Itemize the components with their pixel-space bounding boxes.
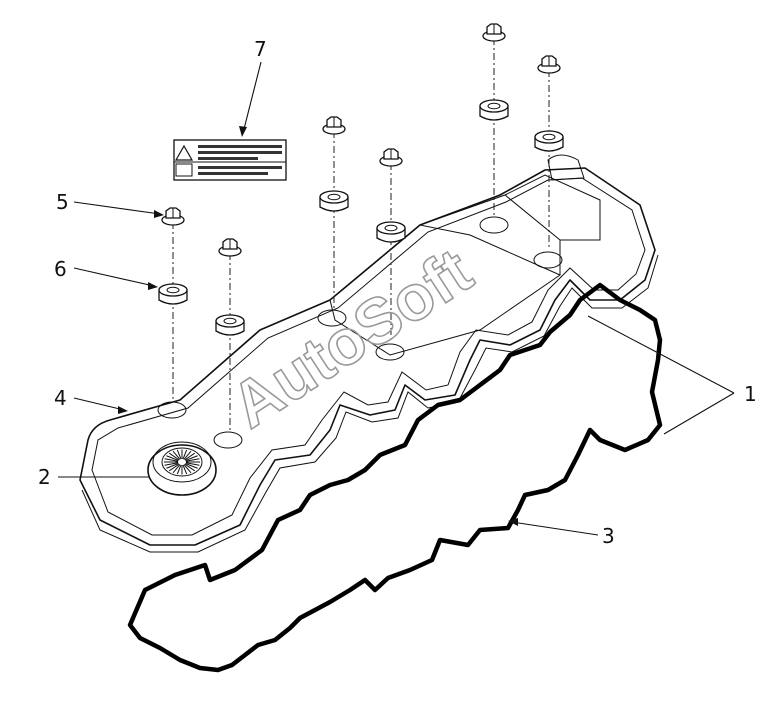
- warning-triangle-icon: [174, 144, 194, 161]
- bolt: [379, 148, 403, 167]
- cap-rib: [184, 452, 196, 461]
- grommet: [479, 99, 509, 121]
- cap-rib: [183, 464, 192, 474]
- cap-rib: [176, 464, 182, 475]
- grommet: [376, 221, 406, 243]
- cap-rib: [182, 464, 188, 475]
- callout-4: 4: [54, 386, 67, 410]
- cap-rib: [183, 450, 192, 460]
- warning-label: [173, 139, 287, 181]
- cap-rib: [185, 462, 200, 466]
- cap-rib: [164, 462, 179, 466]
- grommet: [215, 314, 245, 336]
- bolt: [537, 55, 561, 74]
- bolt: [322, 116, 346, 135]
- bolts-and-grommets: [158, 23, 564, 430]
- callout-7: 7: [254, 37, 267, 61]
- cap-rib: [166, 463, 179, 469]
- watermark: AutoSoft: [218, 234, 484, 442]
- oil-filler-cap-icon: [147, 441, 217, 496]
- cap-rib: [166, 455, 179, 461]
- cap-rib: [172, 464, 181, 474]
- cap-rib: [176, 449, 182, 460]
- cap-rib: [182, 449, 188, 460]
- grommet: [158, 283, 188, 305]
- valve-cover-gasket: [127, 282, 663, 673]
- grommet: [319, 190, 349, 212]
- bolt: [161, 207, 185, 226]
- cap-rib: [184, 463, 196, 472]
- cap-rib: [172, 450, 181, 460]
- grommet: [534, 130, 564, 152]
- callout-6: 6: [54, 257, 67, 281]
- callout-2: 2: [38, 465, 51, 489]
- cap-rib: [185, 455, 198, 461]
- cap-rib: [168, 463, 180, 472]
- bolt: [218, 238, 242, 257]
- callout-1: 1: [744, 382, 757, 406]
- cap-rib: [168, 452, 180, 461]
- cap-rib: [164, 458, 179, 462]
- callout-5: 5: [56, 190, 69, 214]
- leader-lines: [58, 61, 735, 536]
- bolt: [482, 23, 506, 42]
- callout-3: 3: [602, 524, 615, 548]
- cap-rib: [185, 458, 200, 462]
- cap-rib: [185, 463, 198, 469]
